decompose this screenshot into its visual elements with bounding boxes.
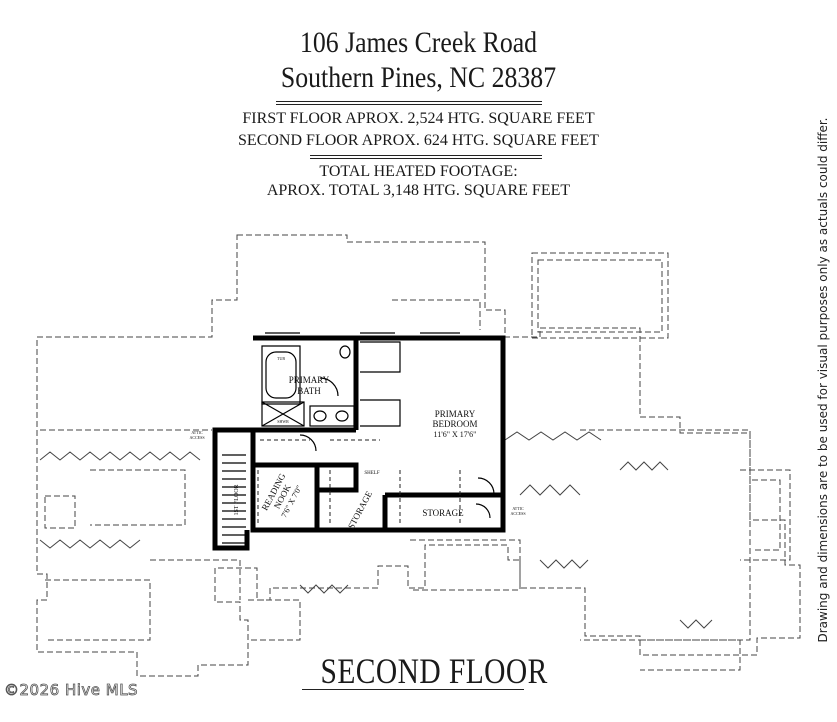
first-floor-stair-label: 1ST FLOOR (234, 484, 240, 515)
outline-bottom-right (640, 639, 741, 671)
footage-rule (310, 158, 542, 159)
total-footage-label: TOTAL HEATED FOOTAGE: (319, 163, 518, 180)
outline-bay-right (740, 469, 791, 561)
primary-bath-label-2: BATH (297, 386, 321, 396)
second-floor-walls (212, 335, 506, 551)
outline-porch-right-inner (537, 259, 663, 333)
primary-bath-label-1: PRIMARY (289, 375, 330, 385)
header-rule (276, 104, 542, 105)
total-footage-value: APROX. TOTAL 3,148 HTG. SQUARE FEET (266, 182, 571, 199)
shower-cross (261, 401, 305, 427)
second-floor-footage: SECOND FLOOR APROX. 624 HTG. SQUARE FEET (238, 132, 599, 149)
primary-bedroom-dimensions: 11'6" X 17'6" (434, 430, 477, 439)
roof-zigzag (39, 431, 713, 629)
closet-upper (360, 341, 401, 373)
outline-porch-right (531, 252, 669, 339)
primary-bedroom-label-2: BEDROOM (432, 419, 477, 429)
outline-center-top (392, 299, 481, 330)
outline-left-bump (90, 469, 186, 526)
shower-label: SHWR (277, 419, 289, 424)
tub-basin (265, 351, 297, 399)
door-swing-storage (477, 477, 495, 495)
attic-access-left-2: ACCESS (189, 435, 204, 440)
door-swing-nook (299, 434, 317, 452)
first-floor-footage: FIRST FLOOR APROX. 2,524 HTG. SQUARE FEE… (242, 110, 595, 127)
wall-shelf (314, 462, 359, 493)
tub-label: TUB (277, 356, 285, 361)
footage-rule (310, 155, 542, 156)
address-line-2: Southern Pines, NC 28387 (280, 61, 557, 94)
closet-lower (360, 399, 401, 427)
attic-access-left-1: ATTIC (191, 430, 203, 435)
attic-access-right-1: ATTIC (512, 506, 524, 511)
copyright-watermark: ©2026 Hive MLS (4, 681, 139, 700)
storage-large-label: STORAGE (422, 508, 464, 518)
shelf-label: SHELF (364, 471, 380, 476)
header-rule (276, 101, 542, 102)
first-floor-outline (36, 234, 801, 677)
primary-bedroom-label-1: PRIMARY (435, 409, 476, 419)
sink-right (335, 410, 349, 422)
outline-main-house (36, 234, 801, 677)
shower (261, 401, 305, 427)
storage-small-label: STORAGE (346, 489, 374, 531)
door-swing-bath (319, 377, 339, 397)
door-swing-storage-2 (475, 503, 491, 519)
outline-bay-right-inner (752, 479, 781, 551)
outline-left-box (44, 495, 76, 529)
floor-title: SECOND FLOOR (320, 651, 548, 691)
attic-access-right-2: ACCESS (510, 511, 525, 516)
dashed-attic-lines (257, 439, 461, 525)
interior-thin-walls (222, 332, 495, 544)
sink-left (313, 410, 327, 422)
address-line-1: 106 James Creek Road (299, 26, 538, 59)
floor-title-underline (302, 689, 524, 690)
outline-lower-left (45, 579, 151, 641)
outline-bottom-wing (248, 599, 301, 641)
toilet (339, 345, 351, 359)
outline-lower-mid (150, 559, 241, 600)
vanity (309, 405, 355, 427)
outline-wing-right (580, 429, 751, 641)
outline-bottom-center (410, 539, 521, 591)
stair-treads (222, 454, 246, 544)
